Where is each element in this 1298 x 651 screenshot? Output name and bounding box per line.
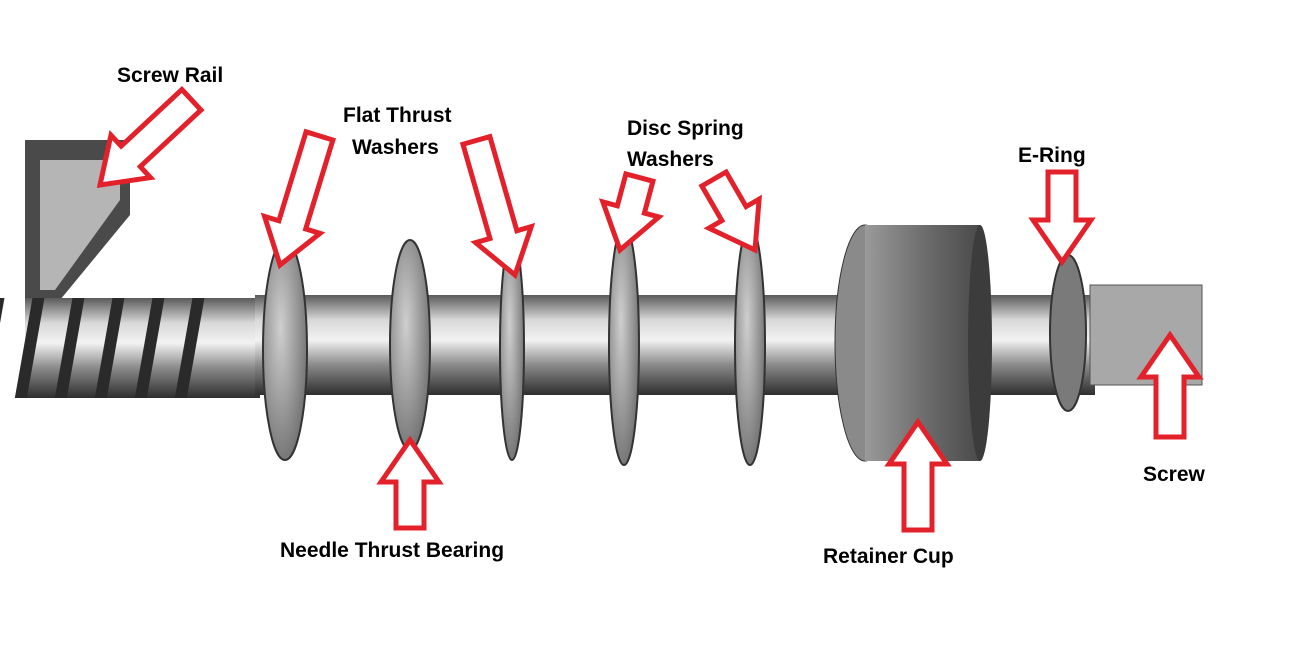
flat-thrust-washer-left bbox=[262, 239, 308, 461]
e-ring-arrow-icon bbox=[1028, 169, 1096, 267]
e-ring bbox=[1049, 254, 1087, 412]
label-disc-spring-line1: Disc Spring bbox=[627, 117, 744, 140]
flat-thrust-left-arrow-icon bbox=[260, 128, 336, 270]
label-screw: Screw bbox=[1143, 463, 1205, 486]
callout-arrows bbox=[96, 85, 1204, 533]
screw-arrow-icon bbox=[1136, 330, 1204, 440]
needle-thrust-bearing bbox=[389, 239, 431, 451]
screw-rail-arrow-icon bbox=[96, 85, 205, 189]
label-retainer-cup: Retainer Cup bbox=[823, 545, 954, 568]
retainer-cup bbox=[834, 224, 992, 462]
threaded-section bbox=[0, 298, 260, 398]
label-screw-rail: Screw Rail bbox=[117, 64, 224, 87]
label-needle-thrust-bearing: Needle Thrust Bearing bbox=[280, 539, 505, 562]
screw-rail bbox=[25, 140, 130, 400]
label-e-ring: E-Ring bbox=[1018, 144, 1086, 167]
disc-spring-left-arrow-icon bbox=[598, 170, 665, 255]
disc-spring-right-arrow-icon bbox=[698, 168, 762, 254]
needle-bearing-arrow-icon bbox=[376, 435, 444, 531]
flat-thrust-right-arrow-icon bbox=[459, 133, 536, 280]
label-flat-thrust-line1: Flat Thrust bbox=[343, 104, 452, 127]
retainer-cup-arrow-icon bbox=[884, 417, 952, 533]
disc-spring-washer-right bbox=[734, 224, 766, 466]
label-disc-spring-line2: Washers bbox=[627, 148, 714, 171]
disc-spring-washer-left bbox=[608, 224, 640, 466]
label-flat-thrust-line2: Washers bbox=[352, 136, 439, 159]
